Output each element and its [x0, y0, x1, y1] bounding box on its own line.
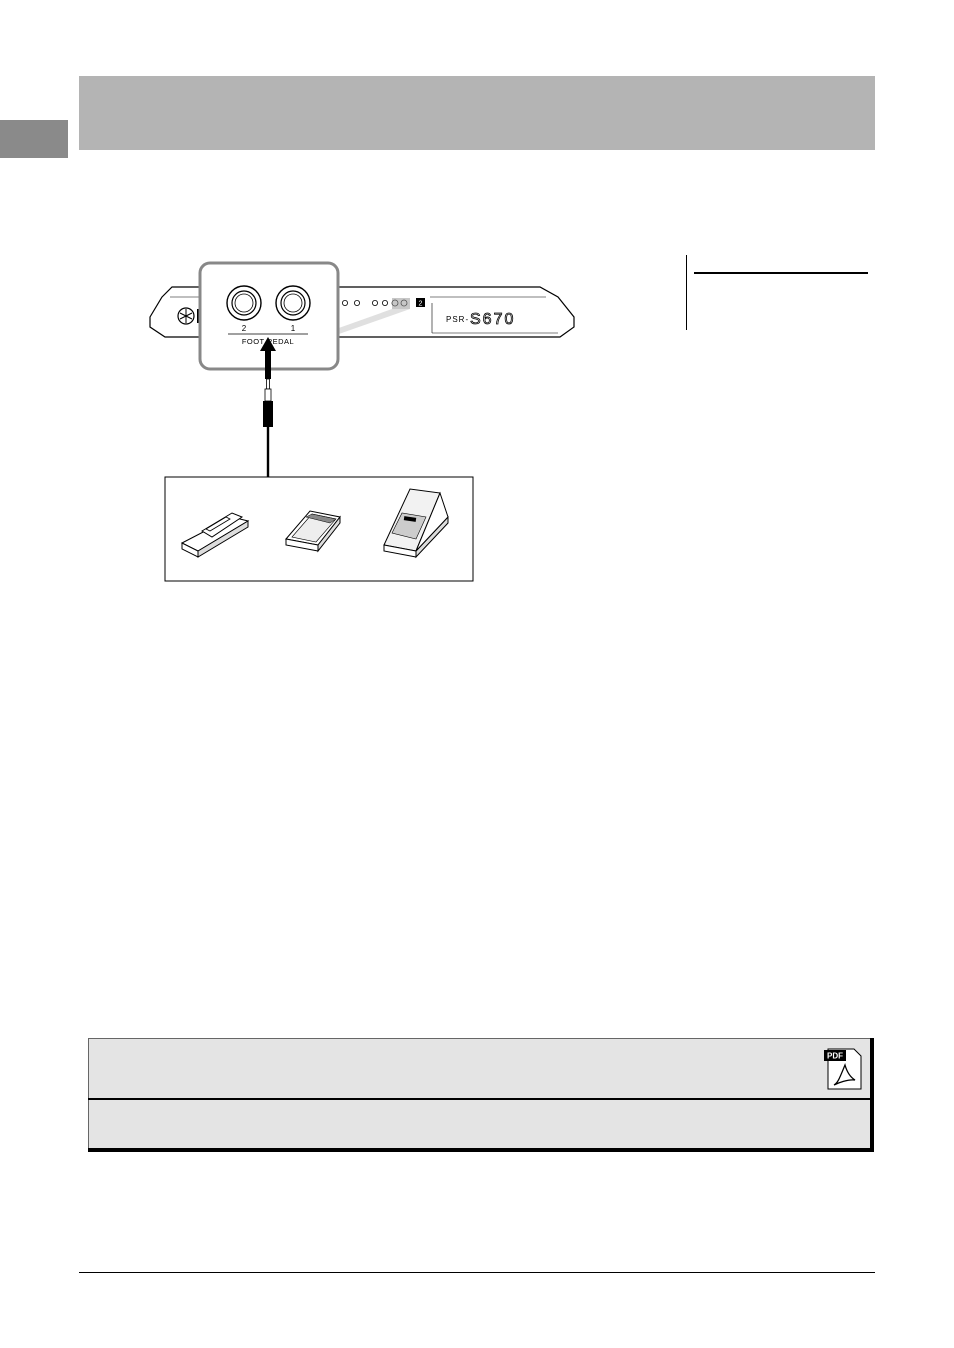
- phone-plug-icon: [263, 378, 273, 477]
- link-box-divider: [88, 1098, 870, 1100]
- jack-label-1: 1: [291, 324, 296, 333]
- chapter-side-tab: [0, 120, 68, 158]
- reference-link-box[interactable]: PDF: [88, 1038, 874, 1152]
- jack-marker-badge: [416, 298, 425, 307]
- pdf-document-icon[interactable]: PDF: [824, 1047, 864, 1091]
- note-heading-rule: [694, 272, 868, 274]
- footswitch-icon: [285, 510, 341, 553]
- expression-pedal-icon: [383, 488, 449, 559]
- section-header-band: [79, 76, 875, 150]
- model-number: S670: [470, 311, 515, 328]
- foot-pedal-connection-figure: 2 PSR- S670 2 1 FOOT PEDAL: [149, 261, 575, 582]
- sustain-pedal-icon: [180, 512, 250, 558]
- jack-marker-number: 2: [419, 301, 423, 308]
- insert-arrow-icon: [260, 337, 276, 379]
- footer-rule: [79, 1272, 875, 1273]
- model-prefix: PSR-: [446, 315, 469, 324]
- jack-label-2: 2: [242, 324, 247, 333]
- note-margin-rule: [686, 255, 687, 330]
- pdf-badge-label: PDF: [827, 1052, 843, 1061]
